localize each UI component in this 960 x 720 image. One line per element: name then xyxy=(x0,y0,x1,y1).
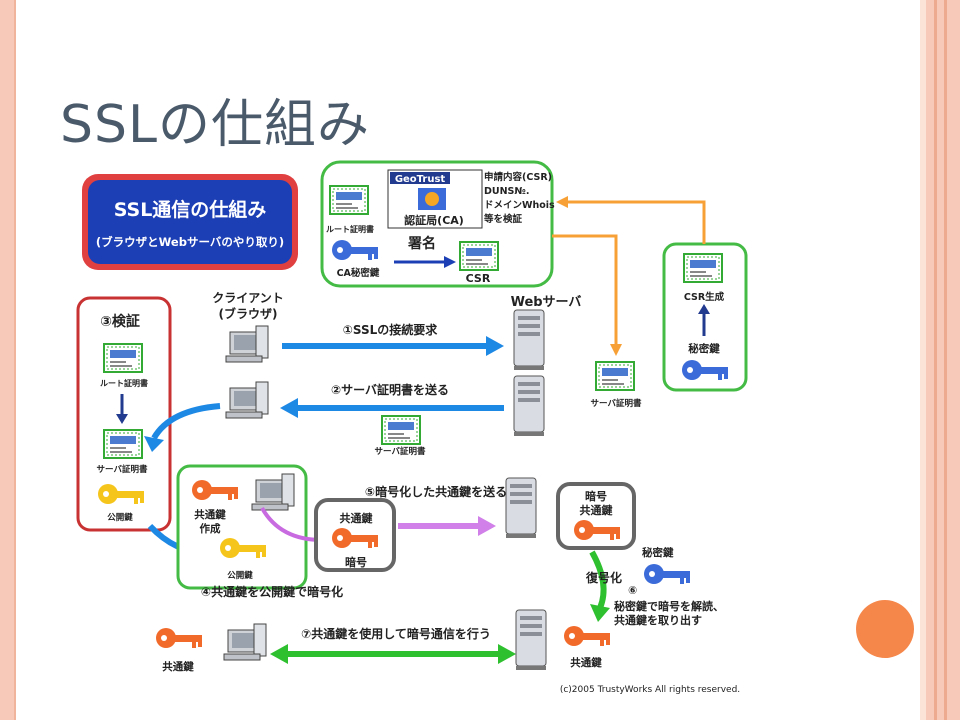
slide-frame-left-line xyxy=(14,0,16,720)
browser-label: (ブラウザ) xyxy=(219,306,278,321)
decorative-orange-circle xyxy=(856,600,914,658)
step6-number: ⑥ xyxy=(628,584,637,597)
enc-left-encrypted: 暗号 xyxy=(345,555,367,569)
enc-box-left: 共通鍵 暗号 xyxy=(314,498,396,572)
ca-box: ルート証明書 CA秘密鍵 GeoTrust 認証局(CA) 申請内容(CSR) … xyxy=(320,160,555,288)
slide-title: SSLの仕組み xyxy=(60,95,370,155)
server-cert-right-label: サーバ証明書 xyxy=(591,398,642,409)
web-server-label: Webサーバ xyxy=(511,295,582,310)
step1-label: ①SSLの接続要求 xyxy=(343,322,439,337)
csr-label: CSR xyxy=(466,272,491,285)
verify-line-4: 等を検証 xyxy=(483,213,523,225)
verify-public-key-label: 公開鍵 xyxy=(107,512,133,523)
step2-label: ②サーバ証明書を送る xyxy=(331,382,449,397)
ca-root-cert-label: ルート証明書 xyxy=(326,224,374,234)
right-private-key-label: 秘密鍵 xyxy=(642,546,674,559)
ssl-diagram: SSL通信の仕組み (ブラウザとWebサーバのやり取り) ルート証明書 CA秘密… xyxy=(60,148,772,706)
decrypt-label: 復号化 xyxy=(585,570,622,585)
slide-frame-left xyxy=(0,0,14,720)
server-common-key-label: 共通鍵 xyxy=(570,656,602,669)
geotrust-logo: GeoTrust xyxy=(395,174,446,185)
step4-create-label: 作成 xyxy=(200,522,221,535)
orange-arrows xyxy=(552,196,706,356)
verify-line-3: ドメインWhois xyxy=(484,200,555,211)
banner: SSL通信の仕組み (ブラウザとWebサーバのやり取り) xyxy=(82,174,298,270)
authority-label: 認証局(CA) xyxy=(404,213,464,227)
enc-right-encrypted: 暗号 xyxy=(585,489,607,503)
verify-server-cert-label: サーバ証明書 xyxy=(97,464,148,475)
verify-line-1: 申請内容(CSR) xyxy=(484,171,552,183)
csr-gen-label: CSR生成 xyxy=(684,291,725,303)
banner-title: SSL通信の仕組み xyxy=(114,198,267,221)
csr-gen-box: CSR生成 秘密鍵 xyxy=(662,242,748,392)
step7-label: ⑦共通鍵を使用して暗号通信を行う xyxy=(301,626,491,641)
banner-subtitle: (ブラウザとWebサーバのやり取り) xyxy=(96,235,284,249)
server-cert-mid-label: サーバ証明書 xyxy=(375,446,426,457)
step4-common-key-label: 共通鍵 xyxy=(194,508,226,521)
enc-right-common-key: 共通鍵 xyxy=(580,503,613,517)
slide-frame-right xyxy=(920,0,960,720)
client-common-key-label: 共通鍵 xyxy=(162,660,194,673)
step4-public-key-label: 公開鍵 xyxy=(227,570,253,581)
ca-private-key-label: CA秘密鍵 xyxy=(337,267,380,279)
step6-line2: 共通鍵を取り出す xyxy=(614,613,702,627)
step4-box: 共通鍵 作成 公開鍵 xyxy=(176,464,308,590)
verify-root-cert-label: ルート証明書 xyxy=(100,378,148,388)
step5-label: ⑤暗号化した共通鍵を送る xyxy=(365,484,507,499)
copyright-text: (c)2005 TrustyWorks All rights reserved. xyxy=(560,685,740,695)
step6-line1: 秘密鍵で暗号を解読、 xyxy=(614,599,724,613)
client-label: クライアント xyxy=(212,291,284,305)
verify-line-2: DUNS№. xyxy=(484,186,529,197)
step4-label: ④共通鍵を公開鍵で暗号化 xyxy=(201,584,343,599)
csr-box-private-key-label: 秘密鍵 xyxy=(688,342,720,355)
enc-box-right: 暗号 共通鍵 xyxy=(556,482,636,550)
verify-title: ③検証 xyxy=(100,313,140,330)
enc-left-common-key: 共通鍵 xyxy=(340,511,373,525)
verify-box: ③検証 ルート証明書 サーバ証明書 公開鍵 xyxy=(76,296,172,532)
sign-label: 署名 xyxy=(407,235,436,252)
